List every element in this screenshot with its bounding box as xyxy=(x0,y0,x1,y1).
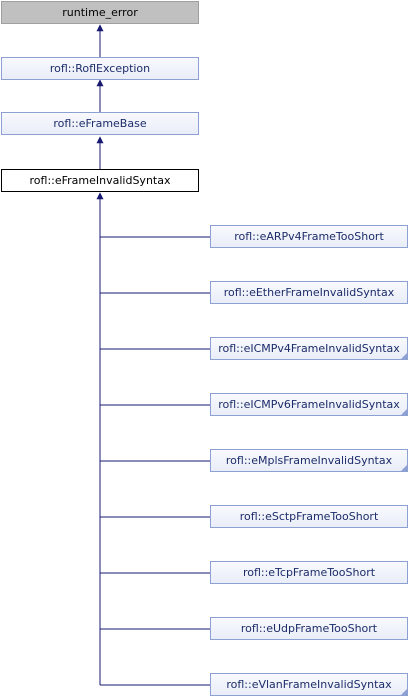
node-eether-frame-invalid-syntax[interactable]: rofl::eEtherFrameInvalidSyntax xyxy=(210,281,408,304)
node-empls-frame-invalid-syntax[interactable]: rofl::eMplsFrameInvalidSyntax xyxy=(210,449,408,472)
node-rofl-exception[interactable]: rofl::RoflException xyxy=(1,57,199,80)
node-runtime-error: runtime_error xyxy=(1,1,199,24)
node-label: rofl::eUdpFrameTooShort xyxy=(240,622,378,635)
more-children-corner-icon xyxy=(401,689,407,695)
node-eicmpv6-frame-invalid-syntax[interactable]: rofl::eICMPv6FrameInvalidSyntax xyxy=(210,393,408,416)
more-children-corner-icon xyxy=(401,465,407,471)
more-children-corner-icon xyxy=(401,353,407,359)
node-eudp-frame-too-short[interactable]: rofl::eUdpFrameTooShort xyxy=(210,617,408,640)
node-label: rofl::eTcpFrameTooShort xyxy=(242,566,376,579)
node-earpv4-frame-too-short[interactable]: rofl::eARPv4FrameTooShort xyxy=(210,225,408,248)
node-label: rofl::eEtherFrameInvalidSyntax xyxy=(223,286,395,299)
node-label: rofl::eSctpFrameTooShort xyxy=(239,510,379,523)
node-label: runtime_error xyxy=(62,6,138,19)
node-label: rofl::eFrameInvalidSyntax xyxy=(29,174,171,187)
node-evlan-frame-invalid-syntax[interactable]: rofl::eVlanFrameInvalidSyntax xyxy=(210,673,408,696)
node-eframe-base[interactable]: rofl::eFrameBase xyxy=(1,112,199,135)
more-children-corner-icon xyxy=(401,409,407,415)
node-label: rofl::eFrameBase xyxy=(53,117,147,130)
node-label: rofl::RoflException xyxy=(49,62,151,75)
node-eicmpv4-frame-invalid-syntax[interactable]: rofl::eICMPv4FrameInvalidSyntax xyxy=(210,337,408,360)
node-eframe-invalid-syntax: rofl::eFrameInvalidSyntax xyxy=(1,169,199,192)
node-label: rofl::eICMPv6FrameInvalidSyntax xyxy=(218,398,400,411)
node-esctp-frame-too-short[interactable]: rofl::eSctpFrameTooShort xyxy=(210,505,408,528)
node-label: rofl::eVlanFrameInvalidSyntax xyxy=(226,678,392,691)
node-label: rofl::eMplsFrameInvalidSyntax xyxy=(225,454,393,467)
node-label: rofl::eARPv4FrameTooShort xyxy=(234,230,384,243)
node-label: rofl::eICMPv4FrameInvalidSyntax xyxy=(218,342,400,355)
node-etcp-frame-too-short[interactable]: rofl::eTcpFrameTooShort xyxy=(210,561,408,584)
